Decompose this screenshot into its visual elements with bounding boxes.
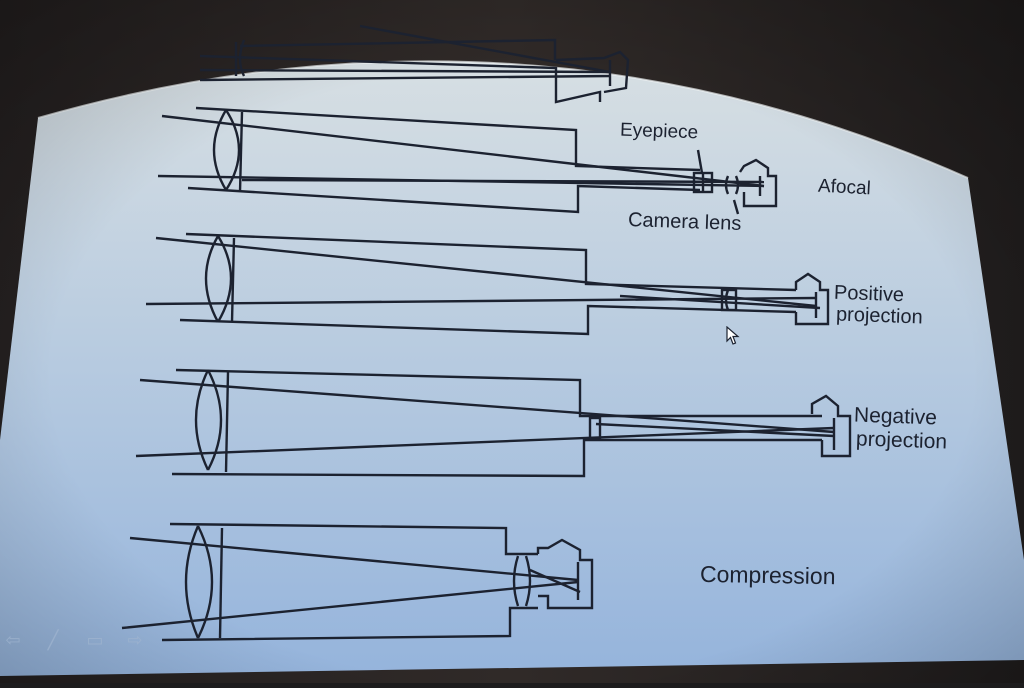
pen-icon[interactable]: ╱ <box>47 630 59 651</box>
telescope-compression <box>121 522 594 642</box>
telescope-positive-projection <box>145 232 830 336</box>
label-compression: Compression <box>699 560 836 590</box>
arrow-right-icon[interactable]: ⇨ <box>127 630 143 651</box>
mouse-cursor-icon <box>726 326 740 345</box>
projection-screen <box>0 61 1024 677</box>
telescope-afocal <box>157 106 778 215</box>
telescope-top-partial <box>199 24 630 104</box>
label-eyepiece: Eyepiece <box>619 119 699 144</box>
label-camera-lens: Camera lens <box>627 209 742 235</box>
label-afocal: Afocal <box>817 175 872 200</box>
slideshow-toolbar: ⇦ ╱ ▭ ⇨ <box>0 629 160 653</box>
label-positive-projection: projection <box>835 303 924 329</box>
label-negative: Negative <box>853 403 938 430</box>
telescope-negative-projection <box>135 368 852 478</box>
label-positive: Positive <box>833 281 905 307</box>
arrow-left-icon[interactable]: ⇦ <box>5 630 21 651</box>
slide-menu-icon[interactable]: ▭ <box>86 630 104 651</box>
label-negative-projection: projection <box>855 427 948 454</box>
